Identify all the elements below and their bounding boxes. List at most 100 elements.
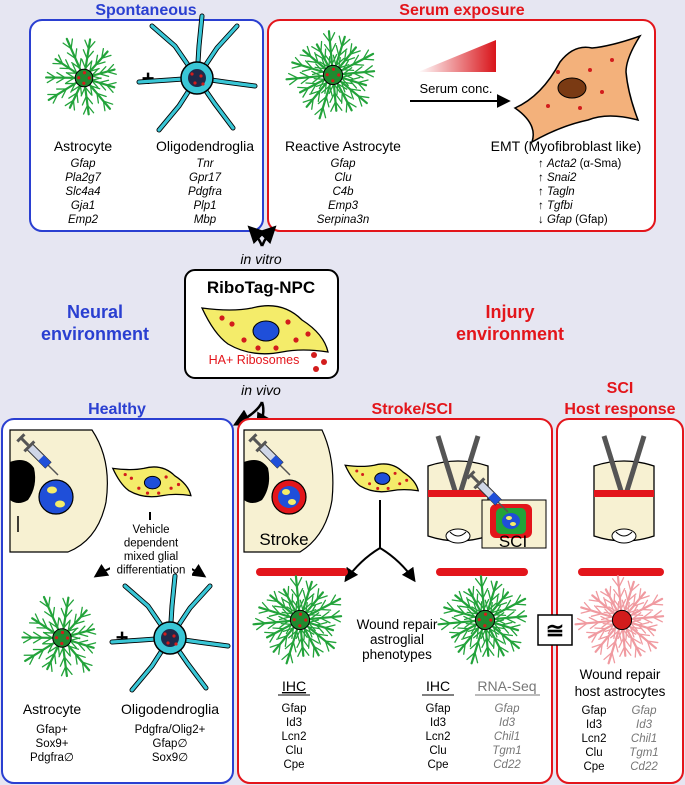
spontaneous-title: Spontaneous	[95, 2, 196, 19]
rnaseq-header: RNA-Seq	[477, 678, 536, 694]
ribosome-dot	[321, 359, 327, 365]
healthy-oligo-icon	[109, 573, 231, 693]
npc-cell-icon	[200, 305, 329, 355]
stroke-lesion-bar	[256, 568, 348, 576]
stroke-sci-title: Stroke/SCI	[372, 401, 453, 418]
list-item: Id3	[430, 717, 446, 729]
syringe-icon	[16, 433, 59, 476]
list-item: Pla2g7	[65, 172, 101, 184]
emt-gene-list: ↑ Acta2 (α-Sma)↑ Snai2↑ Tagln↑ Tgfbi↓ Gf…	[538, 158, 622, 226]
emt-label: EMT (Myofibroblast like)	[491, 138, 642, 154]
healthy-astrocyte-icon	[21, 595, 97, 678]
list-item: Gja1	[71, 200, 95, 212]
stroke-wound-astro-icon	[252, 575, 343, 665]
top-plus: +	[142, 66, 155, 91]
list-item: Sox9+	[36, 738, 69, 750]
emt-cell-icon	[513, 34, 642, 144]
list-item: Lcn2	[282, 731, 307, 743]
in-vitro-arrow-left	[247, 225, 267, 247]
serum-gradient-wedge	[418, 40, 496, 72]
list-item: Cpe	[583, 761, 604, 773]
approx-box	[537, 614, 573, 646]
list-item: mixed glial	[124, 551, 178, 563]
in-vivo-label: in vivo	[241, 382, 281, 398]
list-item: Gfap+	[36, 724, 68, 736]
emt-gene-item: ↑ Tagln	[538, 186, 575, 198]
sci-label: SCI	[499, 532, 527, 551]
list-item: Mbp	[194, 214, 217, 226]
healthy-astro-markers: Gfap+Sox9+Pdgfra∅	[30, 724, 74, 764]
list-item: Cd22	[630, 761, 658, 773]
list-item: Gfap	[426, 703, 451, 715]
host-spinal-cord-icon	[593, 435, 655, 544]
astrocyte-label: Astrocyte	[54, 138, 113, 154]
healthy-brain-section-icon	[9, 429, 108, 553]
list-item: Gfap	[632, 705, 658, 717]
stroke-syringe-icon	[248, 433, 291, 476]
list-item: Gfap	[495, 703, 521, 715]
injury-env-line2: environment	[456, 324, 564, 344]
list-item: Clu	[585, 747, 602, 759]
list-item: Pdgfra	[188, 186, 222, 198]
emt-gene-item: ↑ Tgfbi	[538, 200, 573, 212]
astrocyte-cell-icon	[45, 37, 117, 116]
list-item: Chil1	[631, 733, 657, 745]
list-item: Emp2	[68, 214, 99, 226]
in-vitro-label: in vitro	[240, 251, 281, 267]
healthy-oligo-markers: Pdgfra/Olig2+ Gfap∅ Sox9∅	[135, 724, 206, 764]
reactive-label: Reactive Astrocyte	[285, 138, 401, 154]
list-item: differentiation	[117, 565, 186, 577]
list-item: Serpina3n	[317, 214, 369, 226]
list-item: phenotypes	[362, 647, 432, 662]
neural-env-line1: Neural	[67, 302, 123, 322]
list-item: Wound repair	[357, 617, 438, 632]
healthy-npc-icon	[111, 466, 192, 498]
list-item: C4b	[332, 186, 354, 198]
list-item: Gfap∅	[153, 738, 188, 750]
oligo-label: Oligodendroglia	[156, 138, 254, 154]
list-item: Tnr	[196, 158, 214, 170]
list-item: Gfap	[71, 158, 97, 170]
host-title-2: Host response	[564, 401, 675, 418]
list-item: Id3	[286, 717, 302, 729]
emt-gene-item: ↑ Snai2	[538, 172, 577, 184]
ribosome-dot	[313, 366, 319, 372]
host-lesion-bar	[578, 568, 664, 576]
injury-env-line1: Injury	[485, 302, 534, 322]
host-astrocyte-icon	[574, 575, 665, 665]
sci-syringe-icon	[466, 470, 509, 513]
ha-ribosomes-label: HA+ Ribosomes	[209, 353, 300, 367]
sci-wound-astro-icon	[437, 575, 528, 665]
list-item: Pdgfra/Olig2+	[135, 724, 206, 736]
list-item: Tgm1	[492, 745, 521, 757]
vehicle-text-bg	[110, 520, 192, 580]
list-item: Lcn2	[582, 733, 607, 745]
list-item: Id3	[636, 719, 653, 731]
in-vivo-arrow-left	[232, 401, 264, 426]
stroke-spinal-cord-icon	[427, 435, 489, 544]
stroke-brain-section-icon	[243, 429, 334, 553]
list-item: Clu	[429, 745, 446, 757]
list-item: Sox9∅	[152, 752, 188, 764]
list-item: Emp3	[328, 200, 359, 212]
list-item: Clu	[334, 172, 352, 184]
sci-section-icon	[481, 499, 547, 549]
ihc-right-header: IHC	[426, 678, 450, 694]
ihc-left-header: IHC	[282, 678, 306, 694]
list-item: Gfap	[282, 703, 307, 715]
healthy-oligo-label: Oligodendroglia	[121, 701, 219, 717]
ribotag-title: RiboTag-NPC	[207, 278, 315, 297]
healthy-astrocyte-label: Astrocyte	[23, 701, 82, 717]
healthy-plus: +	[116, 625, 129, 650]
serum-title: Serum exposure	[399, 2, 524, 19]
list-item: Lcn2	[426, 731, 451, 743]
